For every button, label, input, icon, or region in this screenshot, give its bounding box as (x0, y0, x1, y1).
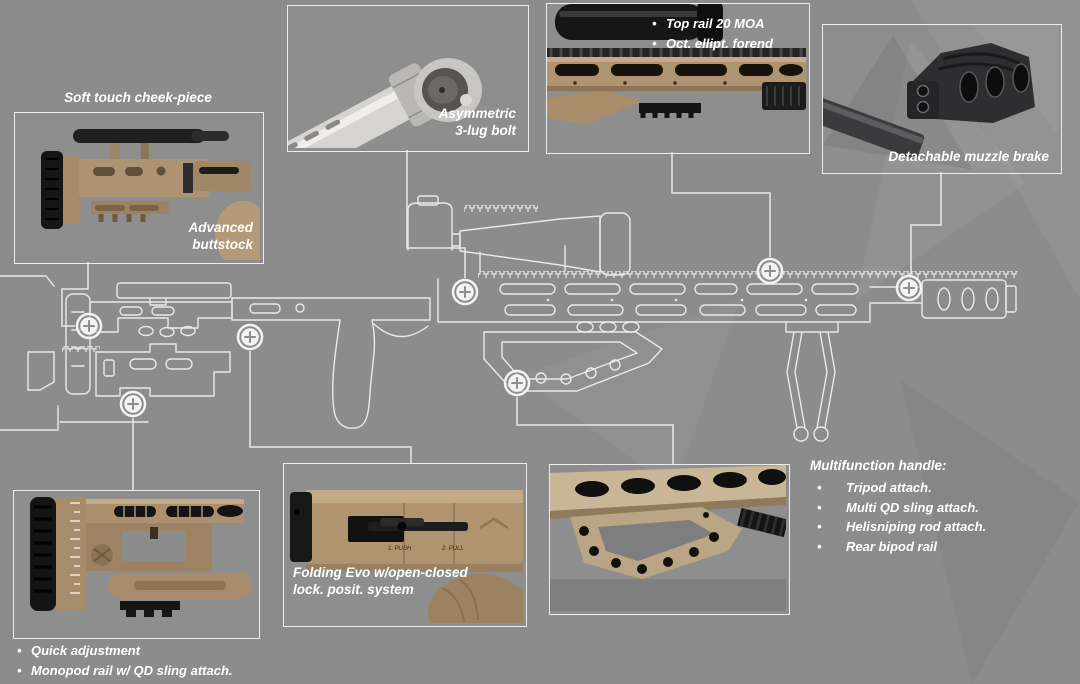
buttstock-feature-list: Quick adjustment Monopod rail w/ QD slin… (16, 641, 276, 680)
handle-feature: Helisniping rod attach. (810, 517, 1060, 537)
callout-box-folding: 1. PUSH 2. PULL Folding Evo w/open-close… (283, 463, 527, 627)
muzzle-brake-photo-illustration (823, 25, 1058, 170)
rifle-silhouette (0, 195, 1017, 442)
marker-multifunction-handle[interactable] (503, 369, 531, 397)
advanced-buttstock-label: Advanced buttstock (188, 220, 253, 252)
handle-feature: Multi QD sling attach. (810, 498, 1060, 518)
marker-bolt[interactable] (451, 278, 479, 306)
forend-feature: Oct. ellipt. forend (651, 34, 803, 54)
folding-photo-illustration: 1. PUSH 2. PULL (290, 490, 523, 623)
marker-quick-adjustment[interactable] (119, 390, 147, 418)
marker-advanced-buttstock[interactable] (75, 312, 103, 340)
folding-push-label: 1. PUSH (388, 546, 412, 552)
marker-muzzle-brake[interactable] (895, 274, 923, 302)
buttstock-adjust-photo-illustration (30, 497, 252, 617)
buttstock-feature: Quick adjustment (16, 641, 276, 661)
cheek-piece-title: Soft touch cheek-piece (64, 90, 212, 105)
callout-box-handle (549, 464, 790, 615)
callout-box-advanced-buttstock: Advanced buttstock (14, 112, 264, 264)
handle-photo-illustration (550, 465, 786, 611)
callout-box-buttstock-adjust (13, 490, 260, 639)
callout-box-muzzle-brake: Detachable muzzle brake (822, 24, 1062, 174)
muzzle-brake-label: Detachable muzzle brake (888, 148, 1049, 164)
folding-label: Folding Evo w/open-closed lock. posit. s… (293, 565, 468, 597)
forend-feature-list: Top rail 20 MOA Oct. ellipt. forend (651, 14, 803, 53)
bolt-photo-illustration (288, 58, 482, 148)
buttstock-photo-illustration (41, 129, 260, 260)
callout-box-bolt: Asymmetric 3-lug bolt (287, 5, 529, 152)
handle-feature: Rear bipod rail (810, 537, 1060, 557)
handle-title: Multifunction handle: (810, 458, 947, 473)
folding-pull-label: 2. PULL (441, 546, 464, 552)
buttstock-feature: Monopod rail w/ QD sling attach. (16, 661, 276, 681)
handle-feature-list: Tripod attach. Multi QD sling attach. He… (810, 478, 1060, 556)
forend-feature: Top rail 20 MOA (651, 14, 803, 34)
forend-photo-illustration (547, 4, 806, 124)
callout-box-forend: Top rail 20 MOA Oct. ellipt. forend (546, 3, 810, 154)
marker-top-rail[interactable] (756, 257, 784, 285)
marker-folding-evo[interactable] (236, 323, 264, 351)
handle-feature: Tripod attach. (810, 478, 1060, 498)
bolt-label: Asymmetric 3-lug bolt (438, 106, 516, 138)
picatinny-rail-serration (62, 205, 1018, 352)
